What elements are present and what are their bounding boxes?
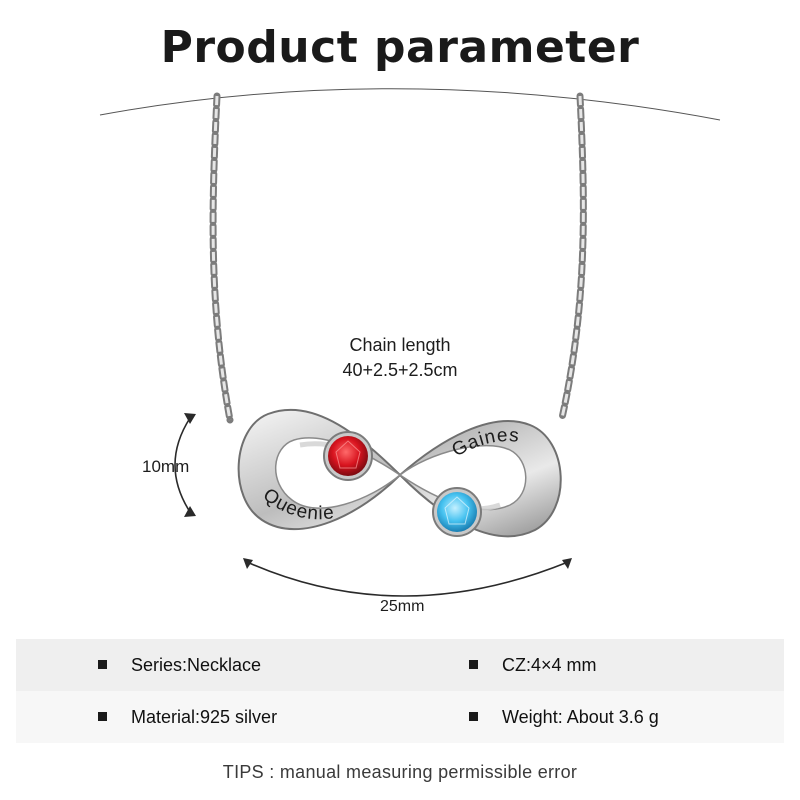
necklace-illustration: Queenie Gaines (99, 88, 721, 597)
page-title: Product parameter (160, 22, 640, 73)
height-arrow (174, 413, 196, 517)
blue-stone (432, 487, 482, 537)
chain-length-value: 40+2.5+2.5cm (342, 360, 458, 380)
top-divider-line (99, 88, 721, 121)
bullet-icon (98, 712, 107, 722)
chain-length-title: Chain length (349, 335, 451, 355)
tips-note: TIPS : manual measuring permissible erro… (222, 762, 578, 782)
height-label: 10mm (142, 457, 190, 476)
chain-left (209, 92, 234, 424)
bullet-icon (98, 660, 107, 670)
spec-row: Series:Necklace CZ:4×4 mm (16, 639, 784, 691)
chain-length-label: Chain length 40+2.5+2.5cm (300, 333, 500, 383)
spec-table: Series:Necklace CZ:4×4 mm Material:925 s… (16, 639, 784, 743)
bullet-icon (469, 660, 478, 670)
red-stone (323, 431, 373, 481)
spec-series: Series:Necklace (98, 639, 261, 691)
spec-weight: Weight: About 3.6 g (469, 691, 659, 743)
spec-cz: CZ:4×4 mm (469, 639, 597, 691)
infinity-pendant: Queenie Gaines (237, 408, 562, 538)
bullet-icon (469, 712, 478, 722)
spec-row: Material:925 silver Weight: About 3.6 g (16, 691, 784, 743)
width-label: 25mm (380, 598, 425, 615)
chain-right (558, 92, 587, 422)
width-arrow (243, 558, 572, 597)
spec-material: Material:925 silver (98, 691, 277, 743)
